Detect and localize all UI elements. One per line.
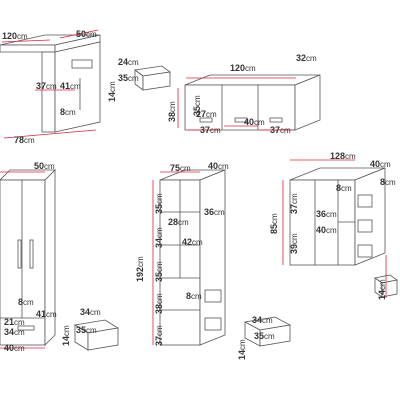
- wardrobe-drawer-width-label: 41cm: [36, 309, 57, 319]
- shelf-depth-label: 32cm: [296, 53, 317, 63]
- desk-drawer-width-label: 37cm: [36, 81, 57, 91]
- shelf-box-width-2-label: 40cm: [244, 117, 265, 127]
- bookcase-drawer-drawing: [243, 316, 292, 347]
- dresser-h1-label: 37cm: [289, 193, 299, 214]
- bookcase-inner-width-label: 42cm: [182, 237, 203, 247]
- dresser-drawing: [289, 167, 386, 266]
- desk-drawer-front-width-label: 24cm: [118, 57, 139, 67]
- wardrobe-drawer-width-2-label: 40cm: [4, 343, 25, 353]
- wardrobe-drawer-depth-label: 34cm: [4, 327, 25, 337]
- desk-drawer-front-depth-label: 35cm: [118, 73, 139, 83]
- bookcase-drawer-height-label: 8cm: [186, 291, 202, 301]
- wardrobe-drawer-front-depth-label: 35cm: [76, 325, 97, 335]
- shelf-box-width-1-label: 37cm: [200, 125, 221, 135]
- dresser-inner-width-1-label: 8cm: [336, 183, 352, 193]
- wardrobe-drawing: [0, 169, 56, 346]
- bookcase-section-2-label: 34cm: [154, 227, 164, 248]
- dresser-h2-label: 39cm: [289, 233, 299, 254]
- wardrobe-width-label: 50cm: [34, 161, 55, 171]
- desk-drawer-depth-label: 41cm: [60, 81, 81, 91]
- shelf-box-height-label: 27cm: [196, 109, 217, 119]
- desk-drawer-drawing: [133, 65, 172, 91]
- bookcase-shelf-depth-label: 36cm: [204, 207, 225, 217]
- bookcase-drawing: [159, 169, 226, 346]
- bookcase-drawer-front-depth-label: 35cm: [254, 331, 275, 341]
- wardrobe-drawer-front-height-label: 14cm: [61, 325, 71, 346]
- dresser-drawer-front-width-label: 14cm: [377, 279, 387, 300]
- desk-drawer-front-height-label: 14cm: [107, 81, 117, 102]
- dresser-width-label: 128cm: [330, 151, 356, 161]
- dresser-shelf-width-label: 40cm: [316, 225, 337, 235]
- bookcase-section-1-label: 35cm: [154, 193, 164, 214]
- wardrobe-drawer-front-width-label: 34cm: [80, 307, 101, 317]
- desk-inner-height-label: 8cm: [60, 107, 76, 117]
- bookcase-drawer-front-height-label: 14cm: [237, 339, 247, 360]
- bookcase-section-4-label: 38cm: [154, 293, 164, 314]
- bookcase-section-3-label: 35cm: [154, 261, 164, 282]
- shelf-width-label: 120cm: [230, 63, 256, 73]
- wardrobe-inner-height-label: 8cm: [18, 297, 34, 307]
- bookcase-section-5-label: 37cm: [154, 325, 164, 346]
- dresser-height-label: 85cm: [269, 213, 279, 234]
- bookcase-drawer-front-width-label: 34cm: [252, 315, 273, 325]
- desk-width-label: 120cm: [2, 31, 28, 41]
- wardrobe-drawer-drawing: [73, 319, 120, 351]
- shelf-box-width-3-label: 37cm: [270, 125, 291, 135]
- dresser-shelf-depth-label: 36cm: [316, 209, 337, 219]
- wall-shelf-drawing: [184, 74, 321, 131]
- bookcase-width-label: 75cm: [170, 163, 191, 173]
- dresser-inner-width-2-label: 8cm: [380, 177, 396, 187]
- desk-height-label: 78cm: [14, 135, 35, 145]
- dresser-depth-label: 40cm: [370, 159, 391, 169]
- bookcase-shelf-width-label: 28cm: [168, 217, 189, 227]
- bookcase-height-label: 192cm: [135, 256, 145, 282]
- bookcase-depth-label: 40cm: [208, 161, 229, 171]
- desk-depth-label: 50cm: [76, 29, 97, 39]
- desk-drawing: [0, 34, 101, 133]
- shelf-height-label: 38cm: [167, 101, 177, 122]
- wardrobe-drawer-height-label: 21cm: [4, 317, 25, 327]
